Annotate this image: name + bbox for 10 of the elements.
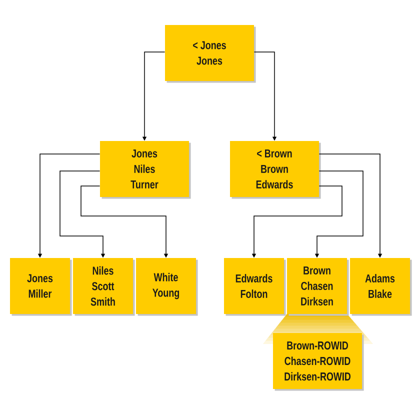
leaf-block: Adams Blake	[350, 258, 412, 316]
rowid-block: Brown-ROWID Chasen-ROWID Dirksen-ROWID	[273, 333, 364, 391]
branch-block: < Brown Brown Edwards	[230, 141, 321, 199]
leaf-block: Brown Chasen Dirksen	[287, 258, 349, 316]
leaf-block: Niles Scott Smith	[73, 258, 135, 316]
leaf-block: Edwards Folton	[224, 258, 286, 316]
branch-block: Jones Niles Turner	[100, 141, 191, 199]
branch-block: < Jones Jones	[165, 25, 256, 83]
leaf-block: Jones Miller	[10, 258, 72, 316]
leaf-block: White Young	[136, 258, 198, 316]
